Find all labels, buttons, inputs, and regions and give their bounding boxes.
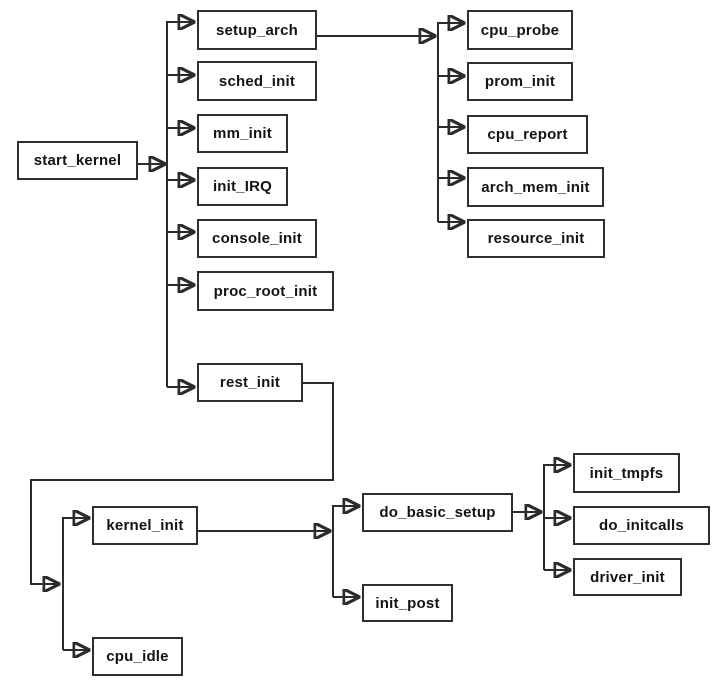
node-sched-init-label: sched_init: [218, 72, 296, 90]
node-start-kernel-label: start_kernel: [33, 152, 122, 169]
node-start-kernel: start_kernel: [17, 141, 138, 180]
node-init-post-label: init_post: [375, 594, 440, 612]
edge-rest-init-to-trunk: [30, 382, 334, 584]
node-sched-init: sched_init: [197, 61, 317, 101]
node-resource-init: resource_init: [467, 219, 605, 258]
node-cpu-report: cpu_report: [467, 115, 588, 154]
node-init-irq: init_IRQ: [197, 167, 288, 206]
node-resource-init-label: resource_init: [487, 230, 585, 247]
node-arch-mem-init: arch_mem_init: [467, 167, 604, 207]
node-prom-init-label: prom_init: [484, 73, 556, 90]
node-do-basic-setup: do_basic_setup: [362, 493, 513, 532]
node-mm-init-label: mm_init: [213, 125, 272, 142]
node-setup-arch: setup_arch: [197, 10, 317, 50]
node-kernel-init: kernel_init: [92, 506, 198, 545]
node-driver-init-label: driver_init: [590, 568, 665, 586]
node-rest-init-label: rest_init: [219, 374, 281, 391]
node-cpu-idle-label: cpu_idle: [106, 648, 169, 665]
node-do-initcalls-label: do_initcalls: [599, 517, 684, 534]
node-init-irq-label: init_IRQ: [212, 178, 273, 195]
node-init-tmpfs: init_tmpfs: [573, 453, 680, 493]
node-do-basic-setup-label: do_basic_setup: [379, 504, 496, 521]
node-rest-init: rest_init: [197, 363, 303, 402]
node-init-tmpfs-label: init_tmpfs: [589, 464, 664, 482]
node-kernel-init-label: kernel_init: [106, 517, 184, 534]
node-setup-arch-label: setup_arch: [215, 21, 299, 39]
node-mm-init: mm_init: [197, 114, 288, 153]
node-cpu-probe-label: cpu_probe: [480, 21, 560, 39]
node-console-init-label: console_init: [212, 230, 302, 247]
node-cpu-probe: cpu_probe: [467, 10, 573, 50]
node-cpu-report-label: cpu_report: [487, 126, 568, 143]
node-do-initcalls: do_initcalls: [573, 506, 710, 545]
node-prom-init: prom_init: [467, 62, 573, 101]
node-console-init: console_init: [197, 219, 317, 258]
node-arch-mem-init-label: arch_mem_init: [481, 178, 590, 196]
node-proc-root-init: proc_root_init: [197, 271, 334, 311]
node-driver-init: driver_init: [573, 558, 682, 596]
node-cpu-idle: cpu_idle: [92, 637, 183, 676]
node-proc-root-init-label: proc_root_init: [213, 282, 318, 300]
node-init-post: init_post: [362, 584, 453, 622]
